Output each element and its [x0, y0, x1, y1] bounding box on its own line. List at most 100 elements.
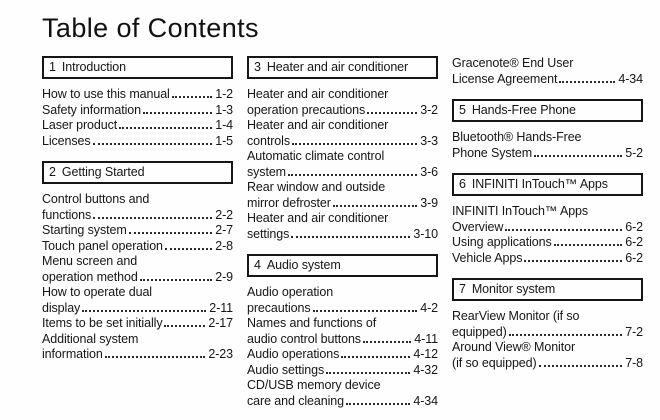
toc-entry-text: Licenses [42, 133, 91, 148]
dot-leader [291, 142, 418, 145]
toc-entry-line: License Agreement 4-34 [452, 72, 643, 88]
toc-entry-line: Control buttons and [42, 192, 233, 208]
toc-entry-text: Heater and air conditioner [247, 211, 389, 225]
page-number: 2-17 [208, 316, 233, 330]
section-title: Audio system [266, 258, 341, 272]
dot-leader [93, 216, 213, 219]
toc-entry-text: functions [42, 207, 92, 222]
toc-entry: Safety information 1-3 [42, 103, 233, 119]
section-title: Heater and air conditioner [266, 60, 409, 74]
toc-entry-line: Heater and air conditioner [247, 211, 438, 227]
dot-leader [524, 259, 623, 262]
toc-entry-text: controls [247, 133, 290, 148]
toc-entry-text: equipped) [452, 324, 507, 339]
page-number: 4-32 [413, 362, 438, 377]
toc-entry-line: Audio operation [247, 285, 438, 301]
toc-entry-text: mirror defroster [247, 195, 331, 210]
section-title: INFINITI InTouch™ Apps [471, 177, 608, 191]
toc-entry-line: Rear window and outside [247, 180, 438, 196]
toc-entry: Names and functions of audio control butt… [247, 316, 438, 347]
toc-entry-line: Gracenote® End User [452, 56, 643, 72]
section-number: 2 [49, 165, 56, 179]
toc-entry-text: Starting system [42, 223, 127, 237]
toc-entry-line: Heater and air conditioner [247, 87, 438, 103]
dot-leader [505, 228, 623, 231]
page-number: 7-8 [625, 355, 643, 370]
dot-leader [164, 247, 213, 250]
dot-leader [326, 371, 411, 374]
toc-entry-text: Additional system [42, 331, 139, 346]
toc-entry: How to use this manual 1-2 [42, 87, 233, 103]
toc-entry-text: INFINITI InTouch™ Apps [452, 204, 589, 218]
toc-entry-text: Safety information [42, 102, 141, 117]
toc-entry: Around View® Monitor(if so equipped)7-8 [452, 340, 643, 371]
dot-leader [538, 364, 623, 367]
dot-leader [128, 232, 213, 234]
toc-entry-text: display [42, 300, 81, 315]
toc-entry-text: RearView Monitor (if so [452, 309, 580, 323]
toc-entry-line: Additional system [42, 332, 233, 348]
toc-entry-text: Vehicle Apps [452, 250, 523, 265]
toc-entry-text: License Agreement [452, 71, 558, 86]
toc-entry-text: operation method [42, 269, 138, 284]
toc-entry-text: Heater and air conditioner [247, 87, 389, 101]
dot-leader [288, 173, 418, 176]
dot-leader [508, 333, 623, 336]
toc-entry-line: How to use this manual 1-2 [42, 87, 233, 103]
section-number: 1 [49, 60, 56, 74]
toc-entry-text: Menu screen and [42, 254, 138, 268]
toc-entry-text: operation precautions [247, 102, 366, 117]
dot-leader [362, 340, 412, 343]
toc-entry-text: How to use this manual [42, 87, 170, 101]
dot-leader [345, 402, 411, 405]
section-number: 5 [459, 103, 466, 117]
toc-entry-text: information [42, 347, 103, 361]
toc-entry-text: Names and functions of [247, 316, 377, 330]
page-number: 4-12 [413, 347, 438, 361]
page-number: 4-34 [618, 71, 643, 86]
toc-entry-line: CD/USB memory device [247, 378, 438, 394]
dot-leader [559, 80, 616, 83]
page-number: 1-3 [215, 102, 233, 117]
toc-entry-text: Laser product [42, 118, 118, 132]
dot-leader [312, 309, 418, 312]
page-number: 1-2 [215, 87, 233, 101]
